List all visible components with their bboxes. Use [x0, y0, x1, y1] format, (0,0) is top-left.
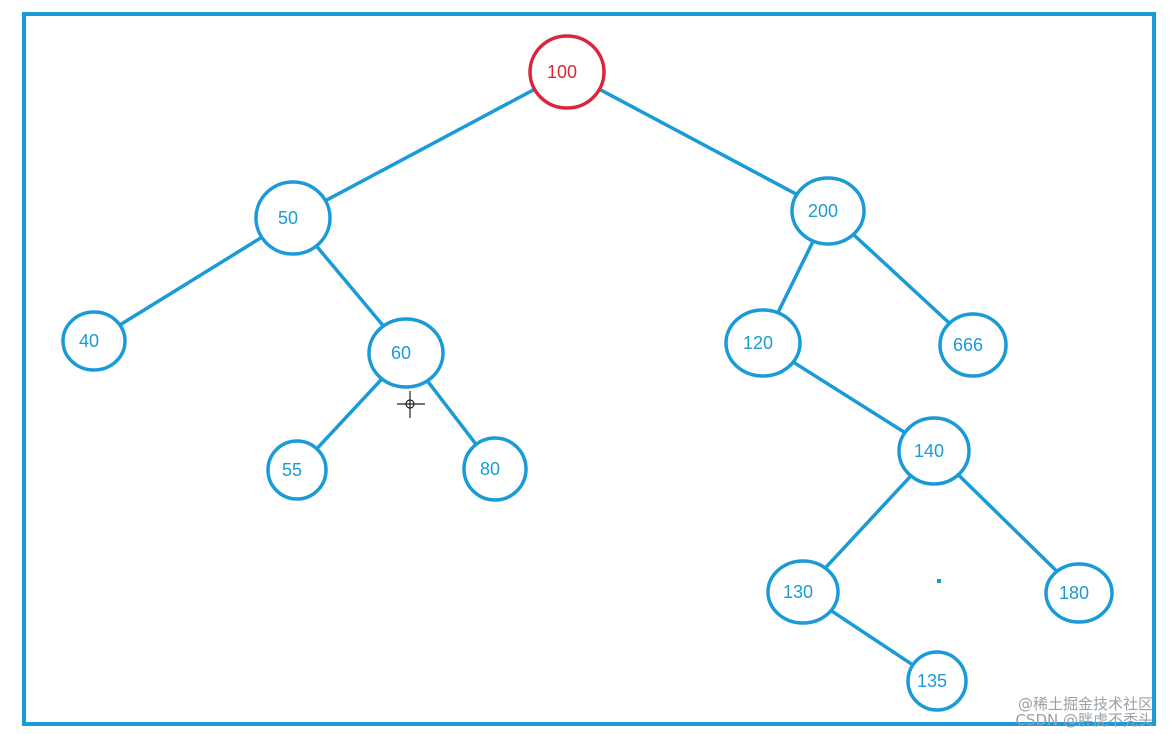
tree-node-130: 130 — [766, 559, 840, 625]
edge-50-40 — [118, 235, 264, 327]
watermark-line-1: @稀土掘金技术社区 — [1017, 695, 1153, 713]
edges-layer — [118, 87, 1059, 667]
diagram-frame — [22, 12, 1156, 726]
node-label: 140 — [914, 441, 944, 461]
tree-node-200: 200 — [790, 176, 866, 246]
crosshair-cursor-icon — [397, 391, 425, 418]
node-circle — [897, 416, 971, 486]
edge-100-200 — [597, 87, 799, 197]
node-label: 60 — [391, 343, 411, 363]
node-circle — [906, 650, 968, 712]
edge-60-55 — [315, 377, 384, 451]
node-circle — [528, 34, 606, 110]
nodes-layer: 100 50 200 40 60 55 80 120 666 140 130 180 135 — [61, 34, 1114, 712]
edge-140-130 — [823, 474, 913, 570]
edge-50-60 — [314, 244, 386, 328]
node-label: 80 — [480, 459, 500, 479]
tree-node-80: 80 — [462, 436, 528, 502]
tree-node-55: 55 — [266, 439, 328, 501]
node-circle — [766, 559, 840, 625]
node-circle — [266, 439, 328, 501]
tree-node-666: 666 — [938, 312, 1008, 378]
tree-node-140: 140 — [897, 416, 971, 486]
edge-120-140 — [791, 360, 907, 435]
tree-node-60: 60 — [367, 317, 445, 389]
node-label: 40 — [79, 331, 99, 351]
node-label: 120 — [743, 333, 773, 353]
node-label: 130 — [783, 582, 813, 602]
tree-node-100: 100 — [528, 34, 606, 110]
edge-140-180 — [956, 473, 1059, 574]
node-label: 50 — [278, 208, 298, 228]
edge-60-80 — [425, 379, 478, 447]
node-circle — [462, 436, 528, 502]
node-circle — [938, 312, 1008, 378]
tree-node-180: 180 — [1044, 562, 1114, 624]
node-circle — [790, 176, 866, 246]
watermark-line-2: CSDN @胖虎不秃头 — [1015, 711, 1153, 729]
node-circle — [1044, 562, 1114, 624]
watermark: @稀土掘金技术社区 CSDN @胖虎不秃头 — [1015, 696, 1153, 728]
tree-node-120: 120 — [724, 308, 802, 378]
edge-200-120 — [776, 239, 815, 315]
node-label: 135 — [917, 671, 947, 691]
edge-130-135 — [829, 608, 915, 667]
tree-node-40: 40 — [61, 310, 127, 372]
edge-100-50 — [323, 87, 537, 203]
tree-node-135: 135 — [906, 650, 968, 712]
stray-dot — [937, 579, 941, 583]
node-label: 666 — [953, 335, 983, 355]
node-label: 55 — [282, 460, 302, 480]
tree-node-50: 50 — [254, 180, 332, 256]
node-label: 200 — [808, 201, 838, 221]
node-circle — [61, 310, 127, 372]
node-circle — [254, 180, 332, 256]
node-label: 180 — [1059, 583, 1089, 603]
node-label: 100 — [547, 62, 577, 82]
node-circle — [367, 317, 445, 389]
node-circle — [724, 308, 802, 378]
edge-200-666 — [851, 232, 952, 326]
